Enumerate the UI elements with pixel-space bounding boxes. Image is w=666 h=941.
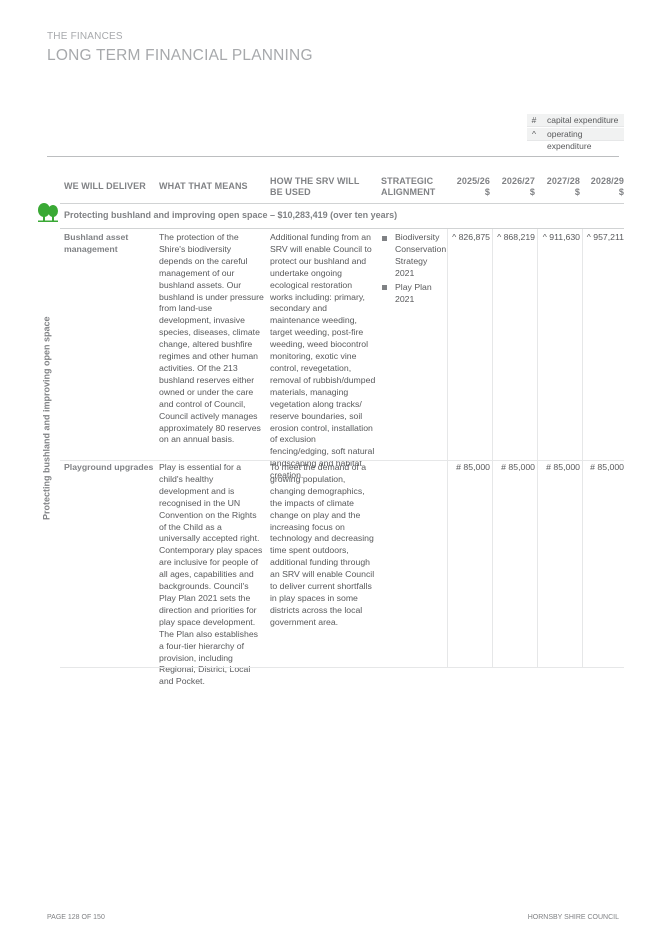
row-divider (60, 460, 624, 461)
divider (47, 156, 619, 157)
col-header-deliver: WE WILL DELIVER (64, 181, 146, 191)
legend-symbol: # (527, 114, 541, 126)
header-divider (60, 203, 624, 204)
table-row-srv: To meet the demand of a growing populati… (270, 462, 375, 627)
list-item: Play Plan 2021 (381, 282, 447, 306)
unit-label: $ (618, 187, 624, 197)
table-row-alignment: Biodiversity Conservation Strategy 2021 … (381, 232, 447, 305)
col-header-srv: HOW THE SRV WILL BE USED (270, 176, 360, 197)
value-2025-26: ^ 826,875 (452, 232, 490, 242)
value-2028-29: # 85,000 (590, 462, 624, 472)
col-header-2027-28: 2027/28$ (537, 176, 580, 198)
table-row-means: Play is essential for a child's healthy … (159, 462, 263, 687)
column-divider (582, 229, 583, 667)
column-divider (537, 229, 538, 667)
col-header-2028-29: 2028/29$ (582, 176, 624, 198)
col-header-2025-26: 2025/26$ (447, 176, 490, 198)
vertical-section-label: Protecting bushland and improving open s… (41, 316, 52, 520)
alignment-item: Play Plan 2021 (395, 281, 432, 304)
legend: # capital expenditure ^ operating expend… (527, 114, 624, 151)
col-header-means: WHAT THAT MEANS (159, 181, 248, 191)
section-title: Protecting bushland and improving open s… (64, 210, 398, 220)
column-divider (492, 229, 493, 667)
section-divider (60, 228, 624, 229)
value-2028-29: ^ 957,211 (586, 232, 624, 242)
value-2027-28: # 85,000 (546, 462, 580, 472)
year-label: 2027/28 (546, 176, 580, 186)
table-row-deliver: Playground upgrades (64, 462, 154, 472)
bullet-icon (382, 285, 387, 291)
year-label: 2025/26 (456, 176, 490, 186)
col-header-alignment: STRATEGIC ALIGNMENT (381, 176, 436, 197)
unit-label: $ (529, 187, 535, 197)
value-2026-27: # 85,000 (501, 462, 535, 472)
unit-label: $ (484, 187, 490, 197)
section-label: THE FINANCES (47, 31, 123, 42)
legend-label: operating expenditure (541, 128, 624, 151)
value-2026-27: ^ 868,219 (497, 232, 535, 242)
alignment-item: Biodiversity Conservation Strategy 2021 (395, 232, 447, 278)
value-2027-28: ^ 911,630 (542, 232, 580, 242)
year-label: 2026/27 (501, 176, 535, 186)
table-row-deliver: Bushland asset management (64, 232, 129, 254)
page-title: LONG TERM FINANCIAL PLANNING (47, 47, 313, 64)
table-row-means: The protection of the Shire's biodiversi… (159, 232, 264, 445)
trees-icon (38, 203, 58, 222)
legend-symbol: ^ (527, 128, 541, 140)
bullet-icon (382, 235, 387, 241)
year-label: 2028/29 (590, 176, 624, 186)
page-number: PAGE 128 OF 150 (47, 914, 105, 921)
list-item: Biodiversity Conservation Strategy 2021 (381, 232, 447, 280)
table-bottom-divider (60, 667, 624, 668)
table-row-srv: Additional funding from an SRV will enab… (270, 232, 376, 481)
legend-item-capital: # capital expenditure (527, 114, 624, 127)
legend-item-operating: ^ operating expenditure (527, 128, 624, 151)
legend-label: capital expenditure (541, 114, 624, 126)
unit-label: $ (574, 187, 580, 197)
column-divider (447, 229, 448, 667)
col-header-2026-27: 2026/27$ (492, 176, 535, 198)
value-2025-26: # 85,000 (456, 462, 490, 472)
organisation-name: HORNSBY SHIRE COUNCIL (527, 914, 619, 921)
